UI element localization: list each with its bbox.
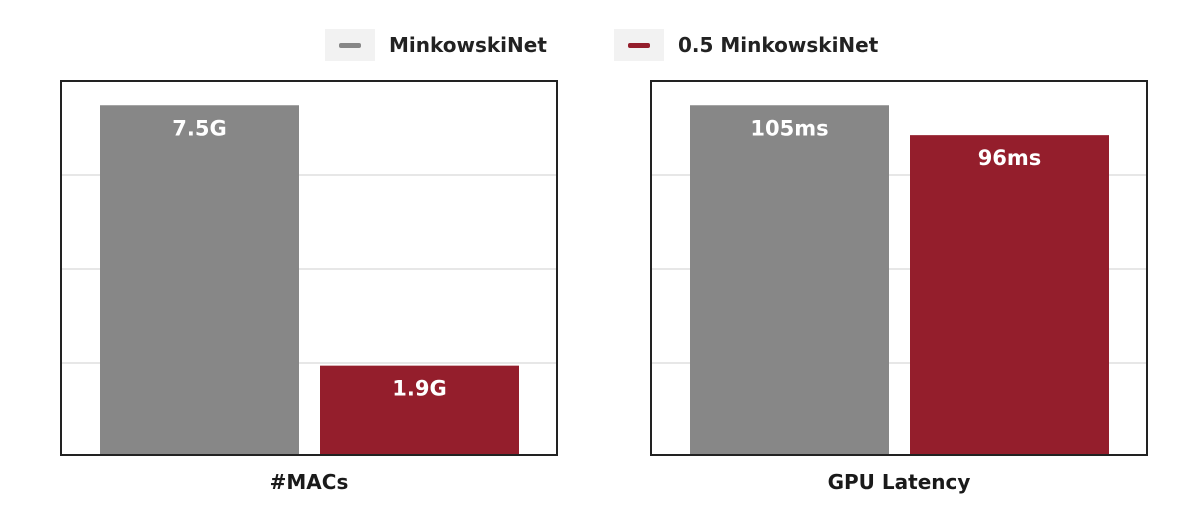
macs-bar-half-minkowskinet <box>320 365 519 454</box>
macs-bar-value-label: 1.9G <box>392 377 446 401</box>
macs-bar-minkowskinet <box>100 105 299 454</box>
legend-swatch-box <box>325 29 375 61</box>
legend-label: MinkowskiNet <box>389 33 547 57</box>
macs-axis-label: #MACs <box>269 470 349 494</box>
latency-bar-minkowskinet <box>690 105 889 454</box>
macs-chart-svg: 7.5G 1.9G <box>62 105 556 454</box>
latency-bar-half-minkowskinet <box>910 135 1109 454</box>
legend-label: 0.5 MinkowskiNet <box>678 33 879 57</box>
macs-bar-value-label: 7.5G <box>172 116 226 140</box>
legend-item-half-minkowskinet: 0.5 MinkowskiNet <box>614 28 878 62</box>
latency-chart-svg: 105ms 96ms <box>652 105 1146 454</box>
legend-swatch-box <box>614 29 664 61</box>
latency-bar-value-label: 105ms <box>750 116 828 140</box>
latency-bar-value-label: 96ms <box>978 146 1042 170</box>
latency-axis-label: GPU Latency <box>827 470 971 494</box>
latency-chart-panel: 105ms 96ms <box>650 80 1148 456</box>
legend-item-minkowskinet: MinkowskiNet <box>325 28 547 62</box>
legend-swatch-red <box>628 42 650 48</box>
chart-legend: MinkowskiNet 0.5 MinkowskiNet <box>0 28 1202 62</box>
macs-chart-panel: 7.5G 1.9G <box>60 80 558 456</box>
legend-swatch-gray <box>339 42 361 48</box>
